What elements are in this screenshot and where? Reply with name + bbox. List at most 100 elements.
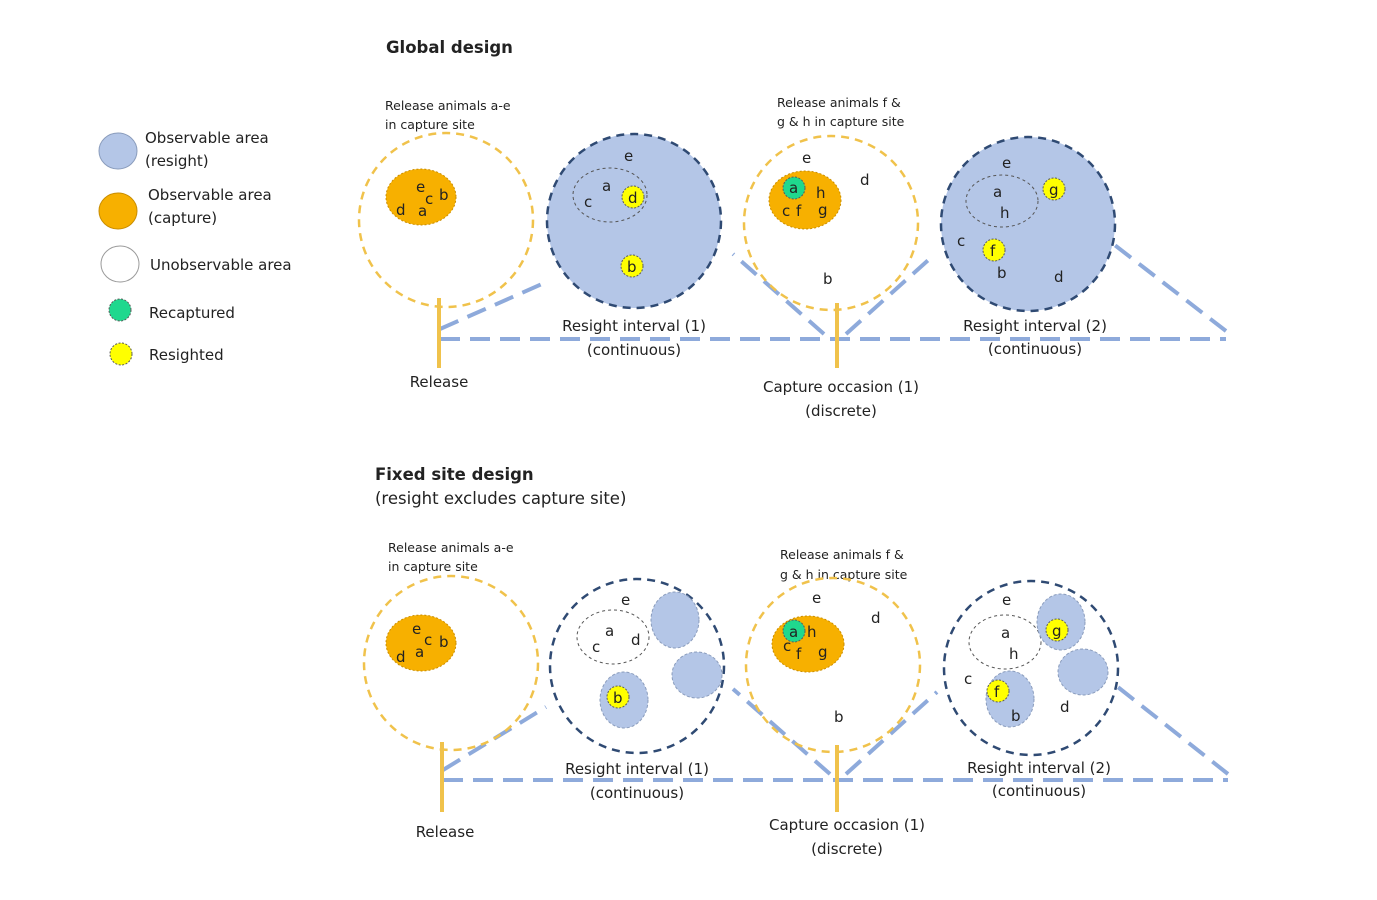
resighted-marker — [1042, 177, 1066, 201]
animal-label: b — [997, 264, 1007, 282]
global-release-note-2: in capture site — [385, 117, 475, 132]
animal-label: d — [860, 171, 870, 189]
animal-label: a — [789, 179, 798, 197]
legend-resighted-label: Resighted — [149, 346, 224, 364]
fixed-interval1-label-1: Resight interval (1) — [565, 760, 709, 778]
legend-capture-swatch — [98, 192, 138, 230]
resighted-marker — [986, 679, 1010, 703]
animal-label: g — [818, 643, 828, 661]
resighted-marker — [1045, 618, 1069, 642]
animal-label: c — [584, 193, 592, 211]
animal-label: h — [1009, 645, 1019, 663]
legend-capture-label-2: (capture) — [148, 209, 217, 227]
animal-label: b — [439, 186, 449, 204]
animal-label: c — [782, 202, 790, 220]
animal-label: c — [964, 670, 972, 688]
fixed-resight-site — [650, 591, 700, 649]
global-release-label: Release — [410, 373, 469, 391]
animal-label: h — [1000, 204, 1010, 222]
resighted-marker — [620, 254, 644, 278]
global-resight-area-1 — [545, 132, 723, 310]
global-capture-label-1: Capture occasion (1) — [763, 378, 919, 396]
global-capture-site-boundary — [742, 134, 920, 312]
animal-label: a — [418, 202, 427, 220]
animal-label: e — [802, 149, 811, 167]
legend-unobservable-swatch — [100, 245, 140, 283]
resighted-marker — [982, 238, 1006, 262]
fixed-capture-site-boundary — [744, 576, 922, 754]
fixed-capture-label-2: (discrete) — [811, 840, 883, 858]
animal-label: b — [823, 270, 833, 288]
animal-label: f — [796, 645, 802, 663]
global-capture-site-outline-2 — [965, 174, 1039, 228]
fixed-release-label: Release — [416, 823, 475, 841]
animal-label: d — [631, 631, 641, 649]
legend: Observable area (resight) Observable are… — [98, 129, 292, 366]
animal-label: d — [1054, 268, 1064, 286]
animal-label: c — [425, 190, 433, 208]
fixed-interval1-label-2: (continuous) — [590, 784, 684, 802]
global-capture-site-outline-1 — [572, 167, 648, 223]
animal-label: h — [816, 184, 826, 202]
animal-label: f — [796, 202, 802, 220]
animal-label: a — [789, 623, 798, 641]
animal-label: c — [957, 232, 965, 250]
fixed-resight-site — [671, 651, 723, 699]
fixed-resight-site — [1057, 648, 1109, 696]
animal-label: c — [783, 637, 791, 655]
animal-label: b — [439, 633, 449, 651]
global-design-title: Global design — [386, 38, 513, 57]
animal-label: d — [628, 189, 638, 207]
animal-label: b — [834, 708, 844, 726]
animal-label: d — [871, 609, 881, 627]
fixed-release-capture-area — [385, 614, 457, 672]
animal-label: a — [415, 643, 424, 661]
animal-label: g — [1049, 181, 1059, 199]
fixed-design-title: Fixed site design — [375, 465, 534, 484]
global-release-capture-area — [385, 168, 457, 226]
fixed-capture-site-outline-2 — [968, 614, 1042, 670]
legend-recaptured-swatch — [108, 298, 132, 322]
global-capture-area — [768, 170, 842, 230]
animal-label: e — [624, 147, 633, 165]
animal-label: e — [621, 591, 630, 609]
legend-recaptured-label: Recaptured — [149, 304, 235, 322]
global-release2-note-1: Release animals f & — [777, 95, 901, 110]
fixed-release-note-1: Release animals a-e — [388, 540, 514, 555]
animal-label: h — [807, 623, 817, 641]
resighted-marker — [606, 685, 630, 709]
animal-label: d — [1060, 698, 1070, 716]
global-interval1-label-2: (continuous) — [587, 341, 681, 359]
animal-label: e — [1002, 154, 1011, 172]
animal-label: c — [424, 631, 432, 649]
animal-label: e — [416, 178, 425, 196]
animal-label: d — [396, 648, 406, 666]
global-zoom-guides — [439, 241, 1228, 336]
legend-resight-swatch — [98, 132, 138, 170]
fixed-release-site-boundary — [362, 574, 540, 752]
animal-label: e — [1002, 591, 1011, 609]
legend-resight-label-2: (resight) — [145, 152, 209, 170]
fixed-capture-label-1: Capture occasion (1) — [769, 816, 925, 834]
fixed-study-area-1 — [548, 577, 726, 755]
animal-label: c — [592, 638, 600, 656]
fixed-release-note-2: in capture site — [388, 559, 478, 574]
animal-label: a — [1001, 624, 1010, 642]
animal-label: a — [993, 183, 1002, 201]
fixed-site-design-panel: Fixed site design (resight excludes capt… — [362, 465, 1230, 858]
global-design-panel: Global design Release animals a-e in cap… — [357, 38, 1228, 420]
legend-resighted-swatch — [109, 342, 133, 366]
animal-label: g — [818, 201, 828, 219]
global-interval2-label-2: (continuous) — [988, 340, 1082, 358]
animal-label: b — [1011, 707, 1021, 725]
animal-label: f — [990, 242, 996, 260]
global-release-site-boundary — [357, 131, 535, 309]
animal-label: f — [994, 683, 1000, 701]
animal-label: a — [602, 177, 611, 195]
animal-label: a — [605, 622, 614, 640]
recaptured-marker — [782, 619, 806, 643]
fixed-interval2-label-1: Resight interval (2) — [967, 759, 1111, 777]
fixed-capture-site-outline-1 — [576, 609, 650, 665]
fixed-release2-note-2: g & h in capture site — [780, 567, 908, 582]
